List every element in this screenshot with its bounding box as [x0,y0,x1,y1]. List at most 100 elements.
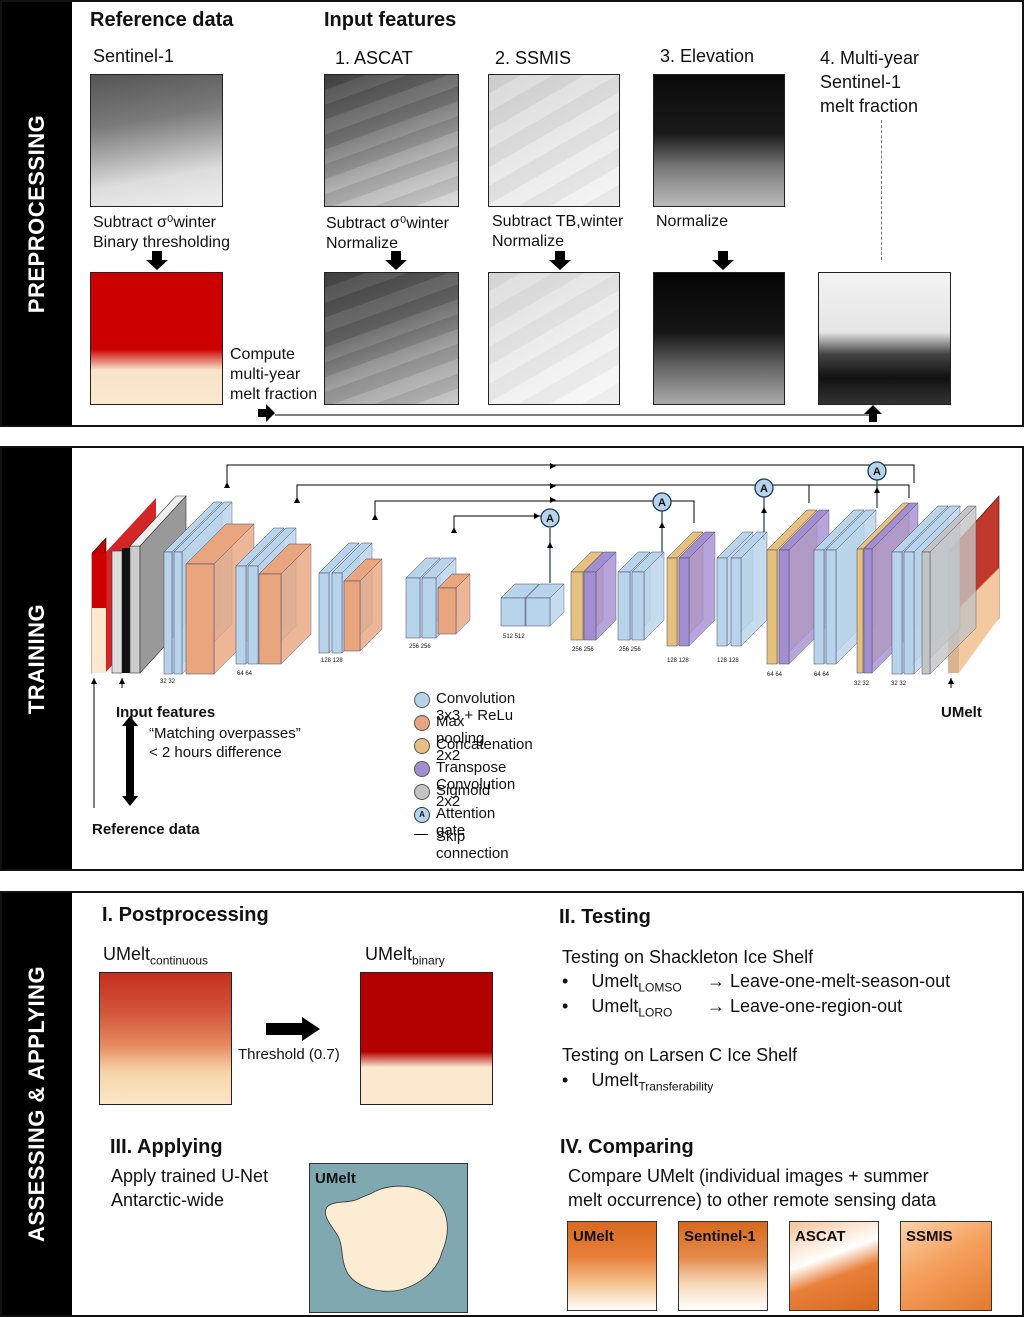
channel-label: 64 64 [237,671,253,677]
channel-label: 128 128 [717,658,739,664]
pool-block [343,558,383,652]
ascat-step-subtract: Subtract σ⁰winter [326,215,449,232]
postprocessing-heading: I. Postprocessing [102,904,269,926]
matching-line1: “Matching overpasses” [149,725,301,742]
compute-line2: multi-year [230,366,301,383]
matching-line2: < 2 hours difference [149,744,282,761]
channel-label: 64 64 [767,672,783,678]
attention-gate-icon: A [414,807,430,823]
compare-ascat-label: ASCAT [795,1228,846,1245]
loro-row: • UmeltLORO → Leave-one-region-out [562,996,902,1020]
compare-line2: melt occurrence) to other remote sensing… [568,1190,937,1210]
sentinel-label: Sentinel-1 [93,46,175,66]
compare-sentinel-label: Sentinel-1 [684,1228,756,1245]
ascat-label: 1. ASCAT [335,48,413,68]
svg-text:A: A [658,497,666,509]
svg-text:A: A [873,466,881,478]
bullet: • [562,971,569,991]
compare-line1: Compare UMelt (individual images + summe… [568,1166,929,1186]
conv-block [631,551,665,641]
skip-connection-icon [414,834,428,835]
multi-year-label-line1: 4. Multi-year [820,48,920,68]
input-stack [91,495,187,674]
conv-block [525,583,565,627]
comparing-heading: IV. Comparing [560,1136,694,1158]
lomso-desc: → Leave-one-melt-season-out [707,971,951,991]
sentinel-step-subtract: Subtract σ⁰winter [93,214,216,231]
legend-item: Sigmoid [414,782,490,800]
assessing-label: ASSESSING & APPLYING [24,965,49,1243]
channel-label: 256 256 [619,647,641,653]
legend-label: Attention gate [436,805,496,839]
channel-label: 512 512 [503,634,525,640]
compute-text: Compute multi-year melt fraction [230,345,317,405]
assessing-panel: ASSESSING & APPLYING I. Postprocessing U… [0,891,1024,1317]
lomso-name: Umelt [591,971,639,991]
pool-block [437,573,471,635]
loro-desc: → Leave-one-region-out [707,996,903,1016]
multi-year-fraction-image [818,272,951,405]
multi-year-label-line3: melt fraction [820,96,919,116]
umelt-binary-label: UMeltbinary [365,944,445,968]
antarctica-map: UMelt [309,1163,468,1313]
channel-label: 128 128 [667,658,689,664]
apply-line2: Antarctic-wide [111,1190,225,1210]
legend-item: Concatenation [414,736,533,754]
umelt-binary-sub: binary [412,953,445,968]
channel-label: 32 32 [891,681,907,687]
transpose-block [583,551,617,641]
legend-item: Skip connection [414,828,509,862]
compute-line3: melt fraction [230,386,318,403]
legend-label: Transpose Convolution 2x2 [436,759,516,810]
channel-label: 256 256 [572,647,594,653]
preprocessing-side-bar: PREPROCESSING [2,2,72,425]
preprocessing-panel: PREPROCESSING Reference data Input featu… [0,0,1024,427]
legend-label: Concatenation [436,736,533,753]
ssmis-label: 2. SSMIS [495,48,572,68]
antarctica-shape [324,1185,448,1292]
down-arrow-icon [549,251,571,270]
compare-ascat-map: ASCAT [789,1221,879,1311]
bullet: • [562,996,569,1016]
attention-gates: A A A A [540,461,887,528]
ssmis-steps: Subtract TB,winter Normalize [492,212,623,252]
input-features-heading: Input features [324,9,457,31]
umelt-continuous-label: UMeltcontinuous [103,944,208,968]
input-features-label: Input features [116,704,216,721]
larsen-label: Testing on Larsen C Ice Shelf [562,1045,798,1065]
umelt-binary-name: UMelt [365,944,413,964]
map-label: UMelt [315,1170,356,1187]
ascat-step-normalize: Normalize [326,235,399,252]
legend-swatch [414,738,430,754]
elevation-raw-image [653,74,785,207]
bullet: • [562,1070,569,1090]
transpose-block [678,531,716,647]
umelt-output-label: UMelt [941,704,982,721]
legend-swatch [414,692,430,708]
sentinel-steps: Subtract σ⁰winter Binary thresholding [93,213,230,253]
compare-umelt-map: UMelt [567,1221,657,1311]
preprocessing-label: PREPROCESSING [24,114,49,313]
transferability-row: • UmeltTransferability [562,1070,713,1094]
umelt-continuous-sub: continuous [150,953,209,968]
dashed-connector [881,120,882,260]
loro-name: Umelt [591,996,639,1016]
applying-text: Apply trained U-Net Antarctic-wide [111,1164,268,1212]
channel-label: 32 32 [160,679,176,685]
elevation-step: Normalize [656,213,729,230]
ascat-normalized-image [324,272,459,405]
legend-label: Max pooling 2x2 [436,713,485,764]
right-arrow-icon [258,404,882,422]
reference-data-heading: Reference data [90,9,234,31]
down-arrow-icon [385,251,407,270]
network-blocks [163,501,977,675]
reference-data-label: Reference data [92,821,200,838]
shackleton-label: Testing on Shackleton Ice Shelf [562,947,814,967]
legend-label: Skip connection [436,828,509,862]
training-side-bar: TRAINING [2,448,72,869]
svg-text:A: A [760,483,768,495]
elevation-label: 3. Elevation [660,46,755,66]
legend-swatch [414,761,430,777]
legend-swatch [414,715,430,731]
